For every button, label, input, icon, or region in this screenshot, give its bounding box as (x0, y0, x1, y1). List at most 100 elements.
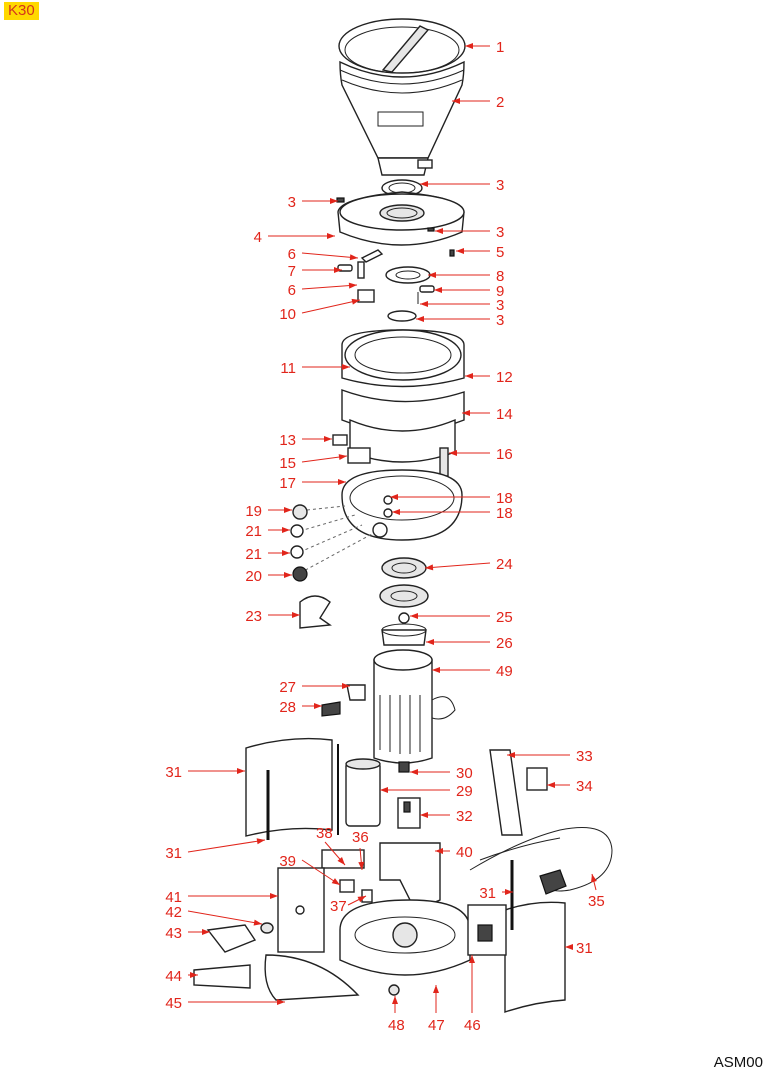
callout-arrow-45 (277, 999, 285, 1005)
callout-number-23: 23 (245, 608, 262, 625)
callout-number-40: 40 (456, 844, 473, 861)
callout-number-6: 6 (288, 246, 296, 263)
callout-number-14: 14 (496, 406, 513, 423)
drawing-code: ASM00 (713, 1054, 763, 1071)
callout-number-30: 30 (456, 765, 473, 782)
callout-number-6: 6 (288, 282, 296, 299)
callout-number-45: 45 (165, 995, 182, 1012)
callout-number-31: 31 (165, 764, 182, 781)
callout-number-46: 46 (464, 1017, 481, 1034)
callout-arrow-12 (465, 373, 473, 379)
callout-arrow-9 (434, 287, 442, 293)
callout-number-10: 10 (279, 306, 296, 323)
callout-arrow-21 (282, 527, 290, 533)
callout-number-41: 41 (165, 889, 182, 906)
callout-number-32: 32 (456, 808, 473, 825)
callout-leaders (187, 43, 597, 1013)
callout-arrow-6 (348, 282, 357, 289)
part-chute (299, 595, 332, 629)
callout-arrow-13 (324, 436, 332, 442)
part-burr-carrier-ring (299, 469, 463, 574)
callout-number-8: 8 (496, 268, 504, 285)
callout-number-47: 47 (428, 1017, 445, 1034)
callout-number-13: 13 (279, 432, 296, 449)
callout-arrow-6 (349, 254, 358, 261)
callout-arrow-1 (465, 43, 473, 49)
callout-arrow-14 (462, 410, 470, 416)
callout-number-21: 21 (245, 546, 262, 563)
callout-arrow-31 (505, 889, 513, 895)
callout-number-24: 24 (496, 556, 513, 573)
callout-number-12: 12 (496, 369, 513, 386)
callout-arrow-2 (452, 98, 460, 104)
callout-arrow-28 (314, 703, 322, 709)
callout-arrow-26 (426, 639, 434, 645)
callout-number-2: 2 (496, 94, 504, 111)
callout-arrow-15 (338, 454, 347, 461)
callout-arrow-3 (420, 181, 428, 187)
callout-number-33: 33 (576, 748, 593, 765)
callout-leader-6 (301, 284, 358, 290)
callout-arrow-38 (337, 856, 345, 865)
callout-leader-24 (424, 562, 491, 569)
callout-arrow-23 (292, 612, 300, 618)
callout-number-34: 34 (576, 778, 593, 795)
callout-number-31: 31 (165, 845, 182, 862)
part-upper-housing (332, 329, 465, 477)
callout-number-28: 28 (279, 699, 296, 716)
callout-number-38: 38 (316, 825, 333, 842)
callout-arrow-8 (428, 272, 436, 278)
callout-number-17: 17 (279, 475, 296, 492)
callout-arrow-44 (190, 972, 198, 978)
callout-number-18: 18 (496, 505, 513, 522)
callout-arrow-4 (327, 233, 335, 239)
part-capacitor (345, 758, 381, 827)
callout-arrow-18 (390, 494, 398, 500)
callout-number-20: 20 (245, 568, 262, 585)
callout-arrow-40 (435, 848, 443, 854)
callout-arrow-34 (547, 782, 555, 788)
callout-arrow-49 (432, 667, 440, 673)
callout-arrow-42 (253, 919, 262, 926)
callout-leader-31 (187, 839, 266, 853)
callout-number-3: 3 (288, 194, 296, 211)
callout-leader-42 (187, 910, 263, 925)
callout-number-5: 5 (496, 244, 504, 261)
callout-arrow-31 (237, 768, 245, 774)
callout-number-31: 31 (479, 885, 496, 902)
callout-arrow-19 (284, 507, 292, 513)
part-burr-holder (381, 612, 427, 646)
callout-arrow-24 (425, 564, 434, 571)
callout-arrow-36 (358, 861, 365, 870)
part-motor (373, 649, 456, 773)
callout-number-36: 36 (352, 829, 369, 846)
part-small-screws (336, 197, 455, 257)
part-drip-parts (193, 867, 400, 1001)
callout-arrow-11 (342, 364, 350, 370)
callout-number-31: 31 (576, 940, 593, 957)
callout-number-15: 15 (279, 455, 296, 472)
part-rear-panel (489, 749, 548, 836)
callout-number-43: 43 (165, 925, 182, 942)
callout-arrow-17 (338, 479, 346, 485)
callout-number-49: 49 (496, 663, 513, 680)
callout-arrow-18 (392, 509, 400, 515)
callout-arrow-10 (351, 298, 360, 305)
part-relay (397, 797, 421, 829)
callout-arrow-35 (591, 874, 597, 883)
callout-arrow-31 (256, 838, 265, 845)
callout-number-27: 27 (279, 679, 296, 696)
part-hopper-lid (338, 18, 466, 74)
callout-arrow-30 (410, 769, 418, 775)
callout-number-3: 3 (496, 177, 504, 194)
callout-number-29: 29 (456, 783, 473, 800)
callout-arrow-37 (357, 896, 366, 903)
callout-number-16: 16 (496, 446, 513, 463)
callout-arrow-21 (282, 550, 290, 556)
callout-arrow-41 (270, 893, 278, 899)
callout-arrow-3 (416, 316, 424, 322)
part-side-panels (245, 737, 566, 1013)
callout-arrow-16 (449, 450, 457, 456)
